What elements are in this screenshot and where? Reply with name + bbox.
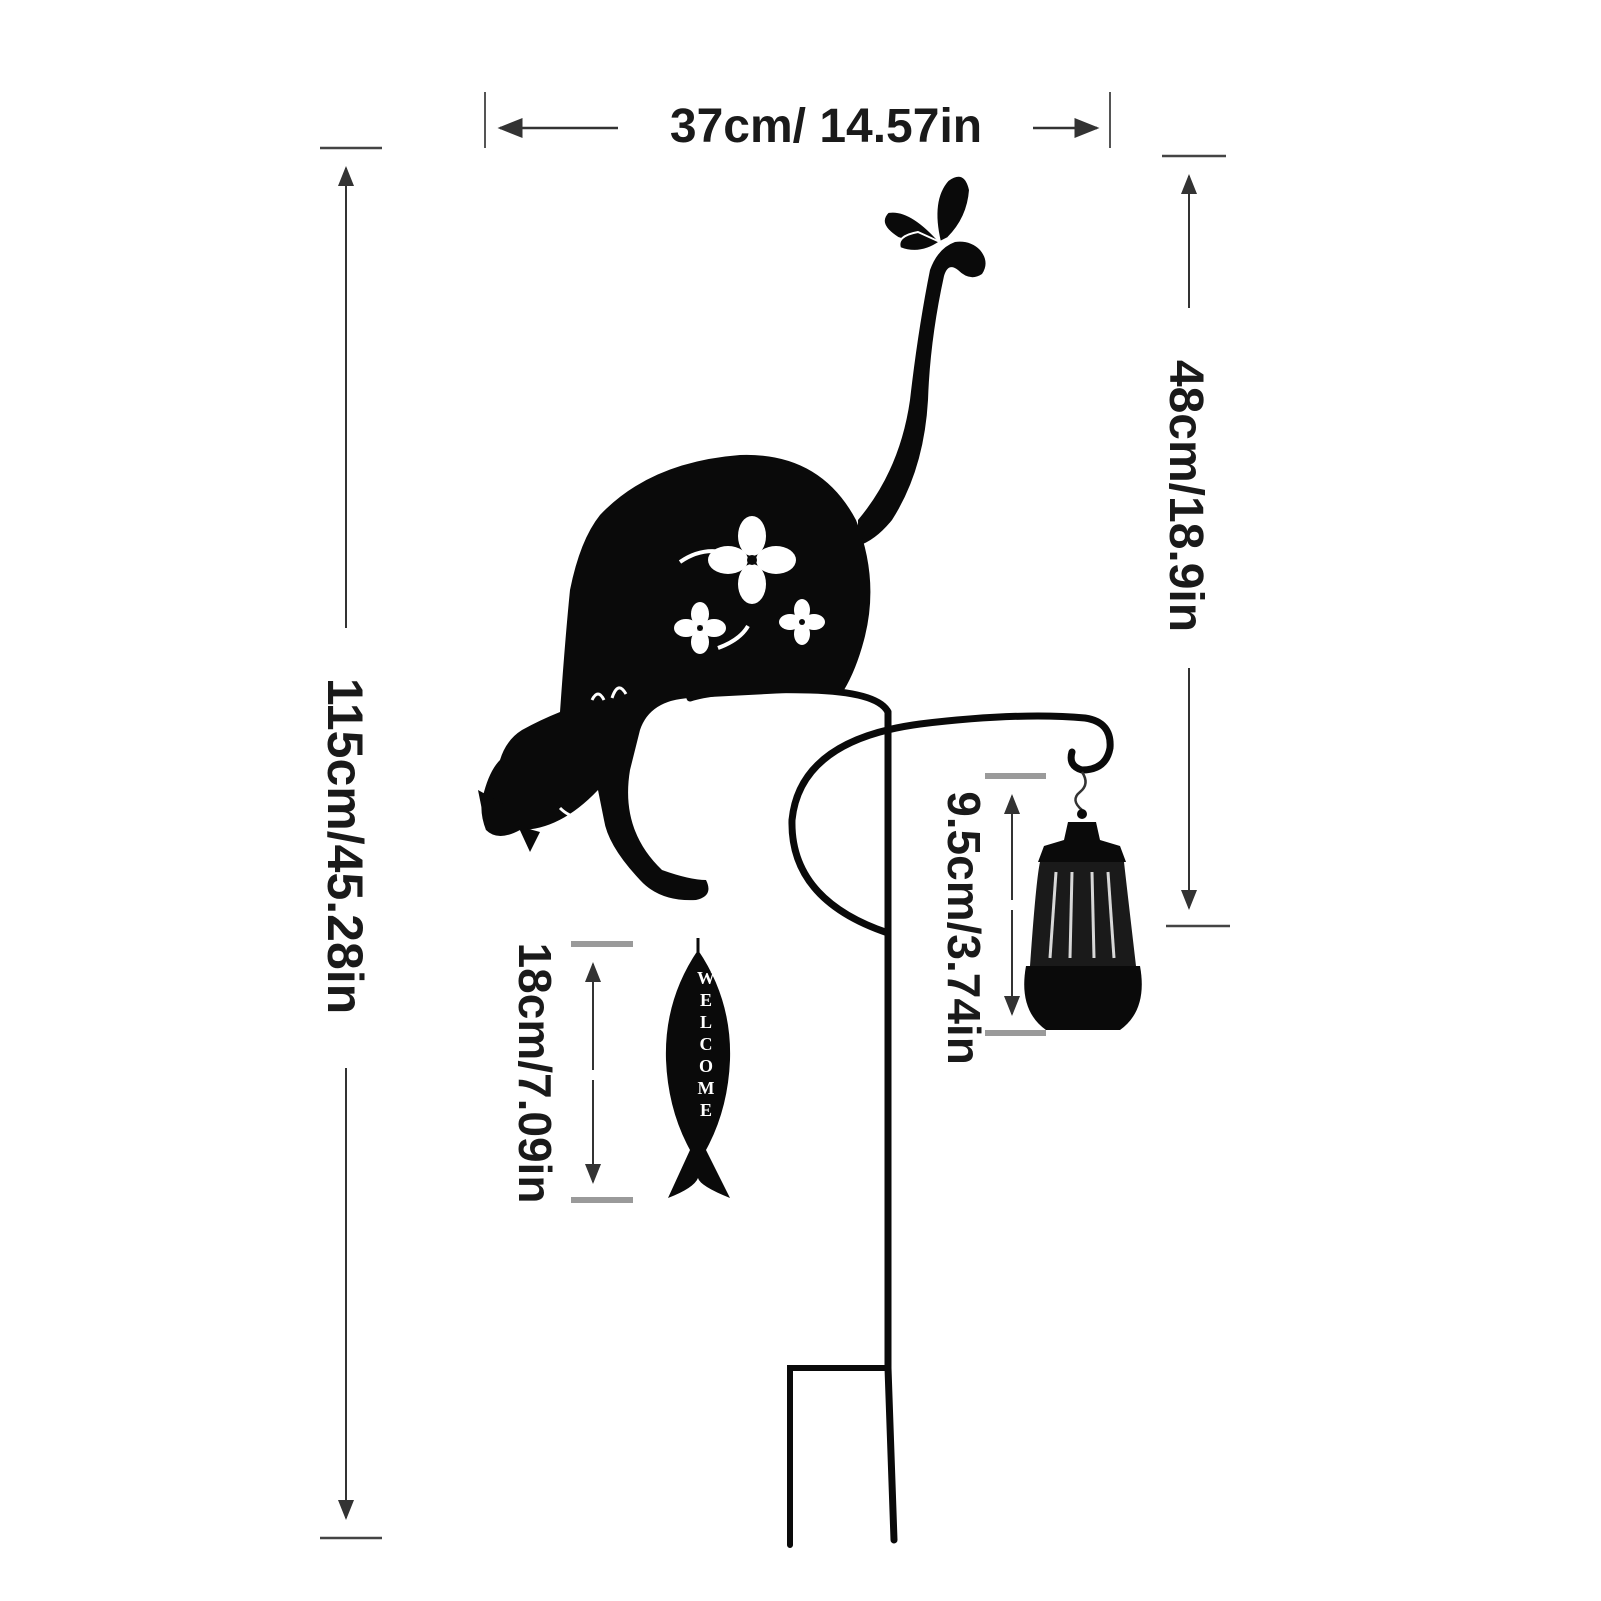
fish-dimension: 18cm/7.09in xyxy=(509,941,633,1204)
fish-letter-5: O xyxy=(699,1056,713,1076)
fish-letter-3: L xyxy=(700,1012,712,1032)
fish-welcome-sign: W E L C O M E xyxy=(665,938,731,1198)
fish-body xyxy=(665,950,731,1198)
clover-large-icon xyxy=(708,516,796,604)
lantern-height-label: 9.5cm/3.74in xyxy=(938,791,990,1065)
shepherd-hook xyxy=(788,712,1114,937)
fish-letter-2: E xyxy=(700,990,712,1010)
cat-tail xyxy=(858,241,986,546)
fish-letter-1: W xyxy=(697,968,715,988)
total-height-label: 115cm/45.28in xyxy=(317,678,373,1014)
lantern-base xyxy=(1024,966,1142,1030)
lantern-cap xyxy=(1038,822,1126,862)
clover-small-right-icon xyxy=(779,599,825,645)
fish-height-label: 18cm/7.09in xyxy=(509,943,561,1204)
cat-ear-right xyxy=(518,826,540,852)
ground-stake xyxy=(787,1365,891,1548)
lantern-dimension: 9.5cm/3.74in xyxy=(938,773,1046,1065)
solar-lantern xyxy=(1024,771,1142,1030)
garden-stake xyxy=(686,686,1114,1548)
fish-letter-7: E xyxy=(700,1100,712,1120)
clover-small-left-icon xyxy=(674,602,726,654)
hook-height-dimension: 48cm/18.9in xyxy=(1159,154,1230,928)
main-pole xyxy=(884,708,898,1544)
fish-letter-4: C xyxy=(700,1034,713,1054)
width-dimension: 37cm/ 14.57in xyxy=(484,92,1111,153)
total-height-dimension: 115cm/45.28in xyxy=(317,146,382,1540)
butterfly-icon xyxy=(882,174,972,252)
lantern-glass-highlights xyxy=(1048,871,1116,959)
hook-height-label: 48cm/18.9in xyxy=(1159,360,1212,632)
cat-ear-left xyxy=(478,790,505,830)
cat-eye-line xyxy=(558,806,591,819)
cat-paw-marks xyxy=(590,686,628,701)
lantern-glass xyxy=(1030,862,1136,966)
width-label: 37cm/ 14.57in xyxy=(670,100,982,153)
cat-body xyxy=(481,454,871,901)
cat-clover-cutouts xyxy=(558,516,825,819)
lantern-chain xyxy=(1074,771,1087,811)
fish-letter-6: M xyxy=(698,1078,715,1098)
